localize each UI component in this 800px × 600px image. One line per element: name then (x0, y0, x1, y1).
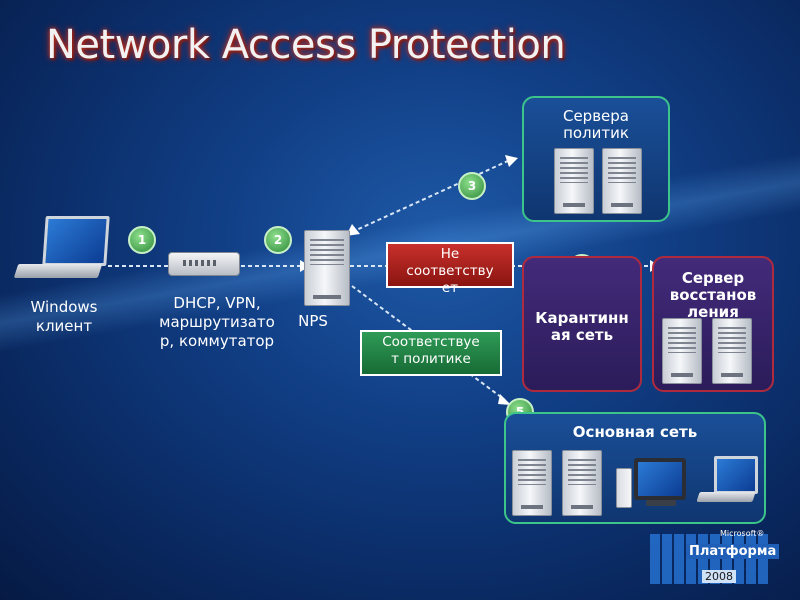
remediation-server-icon (662, 318, 702, 384)
logo-name: Платформа (686, 544, 780, 559)
remediation-server-box: Сервер восстанов ления (652, 256, 774, 392)
windows-server-2008-logo: Microsoft® Платформа 2008 (650, 528, 780, 590)
not-compliant-tag: Не соответству ет (386, 242, 514, 296)
step-2-badge: 2 (264, 226, 292, 254)
compliant-tag: Соответствуе т политике (360, 330, 502, 376)
step-3-badge: 3 (458, 172, 486, 200)
page-title: Network Access Protection (46, 22, 566, 68)
policy-servers-label: Сервера политик (562, 107, 629, 142)
remediation-server-icon (712, 318, 752, 384)
access-label: DHCP, VPN, маршрутизато р, коммутатор (159, 294, 275, 350)
main-server-icon (512, 450, 552, 516)
step-1-badge: 1 (128, 226, 156, 254)
quarantine-network-box: Карантинн ая сеть (522, 256, 642, 392)
arrow-to-policy (505, 155, 518, 167)
link-nps-main (351, 285, 506, 401)
router-icon (168, 252, 240, 276)
link-nps-policy (351, 159, 511, 233)
main-server-icon (562, 450, 602, 516)
arrow-to-main (498, 394, 511, 405)
policy-servers-box: Сервера политик (522, 96, 670, 222)
logo-brand: Microsoft® (720, 529, 765, 538)
logo-year: 2008 (702, 570, 736, 583)
nps-label: NPS (298, 312, 328, 330)
policy-server-icon (554, 148, 594, 214)
main-network-label: Основная сеть (572, 423, 698, 441)
client-label: Windows клиент (30, 298, 98, 335)
policy-server-icon (602, 148, 642, 214)
main-network-box: Основная сеть (504, 412, 766, 524)
remediation-label: Сервер восстанов ления (669, 269, 757, 321)
quarantine-label: Карантинн ая сеть (535, 309, 629, 344)
nps-server-icon (304, 230, 350, 306)
